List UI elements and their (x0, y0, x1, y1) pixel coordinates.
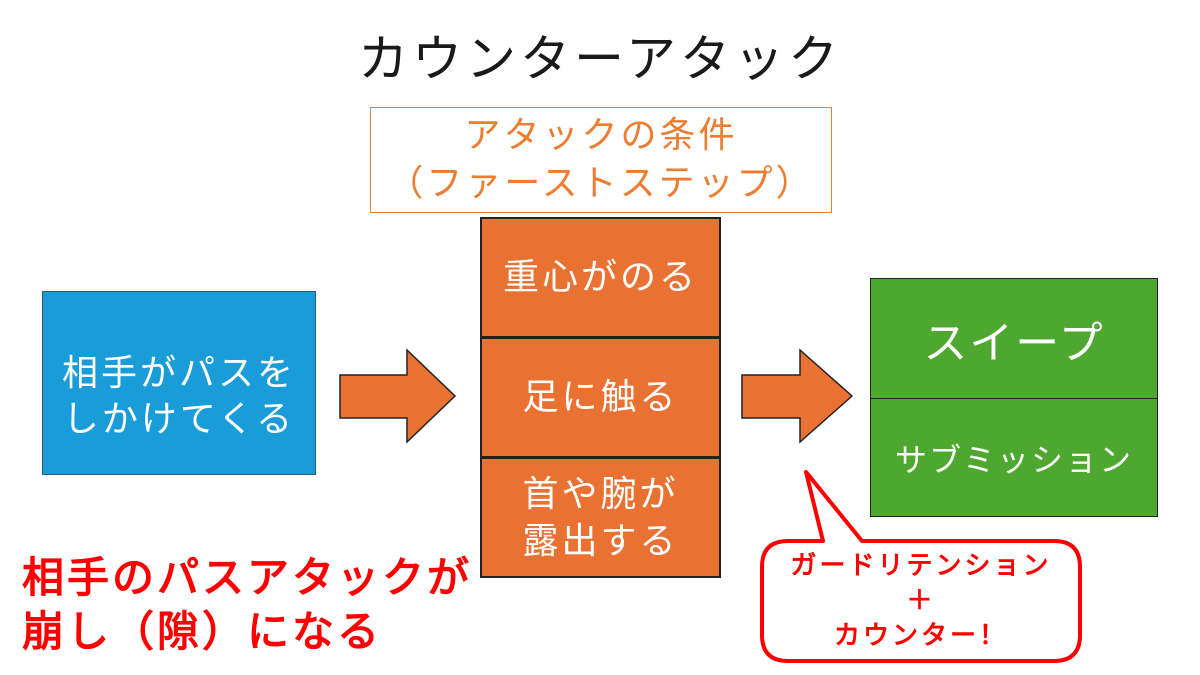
note-line-1: 相手のパスアタックが (22, 553, 473, 602)
result-submission: サブミッション (871, 398, 1157, 516)
callout-line-3: カウンター！ (833, 620, 1008, 651)
note-text: 相手のパスアタックが 崩し（隙）になる (22, 551, 478, 659)
condition-step-2-label: 足に触る (522, 377, 679, 418)
callout-line-1: ガードリテンション (790, 550, 1052, 581)
condition-step-2: 足に触る (480, 337, 721, 458)
opponent-pass-box: 相手がパスを しかけてくる (42, 291, 316, 475)
condition-box-line-1: アタックの条件 (464, 115, 738, 156)
attack-condition-box: アタックの条件 （ファーストステップ） (370, 107, 832, 213)
condition-box-line-2: （ファーストステップ） (387, 163, 815, 204)
result-sweep: スイープ (923, 317, 1105, 369)
condition-step-3: 首や腕が 露出する (480, 457, 721, 578)
diagram-title: カウンターアタック (358, 30, 842, 88)
opponent-box-line-2: しかけてくる (62, 399, 296, 440)
condition-step-1-label: 重心がのる (502, 257, 698, 298)
note-line-2: 崩し（隙）になる (22, 607, 383, 656)
condition-step-3-line-2: 露出する (522, 520, 679, 562)
callout-bubble (760, 470, 1082, 663)
callout-line-2: ＋ (906, 585, 936, 616)
arrow-right-icon (339, 348, 457, 444)
opponent-box-line-1: 相手がパスを (61, 353, 296, 394)
arrow-2-shape (741, 348, 854, 444)
arrow-right-icon (741, 348, 854, 444)
callout-bubble-outline (760, 470, 1082, 663)
arrow-1-shape (339, 348, 457, 444)
callout-text: ガードリテンション ＋ カウンター！ (762, 541, 1080, 661)
condition-step-1: 重心がのる (480, 217, 721, 338)
condition-step-3-line-1: 首や腕が (522, 473, 679, 515)
result-box: スイープ サブミッション (870, 278, 1158, 517)
